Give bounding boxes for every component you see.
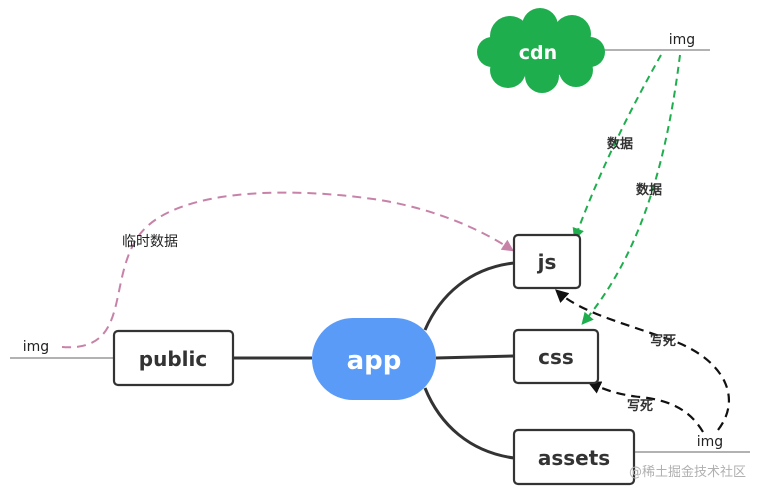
data-label-js: 数据: [607, 136, 633, 152]
cdn-to-js-arrow: [572, 54, 662, 241]
app-css-connector: [435, 354, 515, 360]
public-img-label: img: [23, 339, 49, 355]
public-label: public: [139, 347, 207, 371]
assets-to-js-arrow: [555, 289, 730, 431]
public-node: public: [112, 329, 235, 387]
js-node: js: [512, 233, 582, 290]
hardcode-label-css: 写死: [627, 399, 653, 414]
app-node: app: [312, 318, 436, 400]
watermark: @稀土掘金技术社区: [629, 464, 746, 480]
assets-label: assets: [538, 446, 610, 470]
hardcode-label-js: 写死: [650, 334, 676, 349]
css-label: css: [538, 345, 574, 369]
assets-img-label: img: [697, 434, 723, 450]
cdn-label: cdn: [519, 42, 557, 64]
app-js-connector: [423, 261, 515, 331]
assets-node: assets: [512, 428, 636, 486]
cdn-cloud: cdn: [477, 8, 605, 93]
data-label-css: 数据: [636, 182, 662, 198]
temp-data-label: 临时数据: [122, 234, 178, 250]
cdn-img-label: img: [669, 32, 695, 48]
css-node: css: [512, 328, 600, 385]
public-to-js-temp-arrow: [61, 191, 514, 349]
app-label: app: [347, 346, 402, 376]
app-assets-connector: [423, 387, 515, 460]
assets-to-css-arrow: [587, 381, 704, 433]
cdn-to-css-arrow: [581, 54, 681, 325]
js-label: js: [537, 250, 557, 274]
